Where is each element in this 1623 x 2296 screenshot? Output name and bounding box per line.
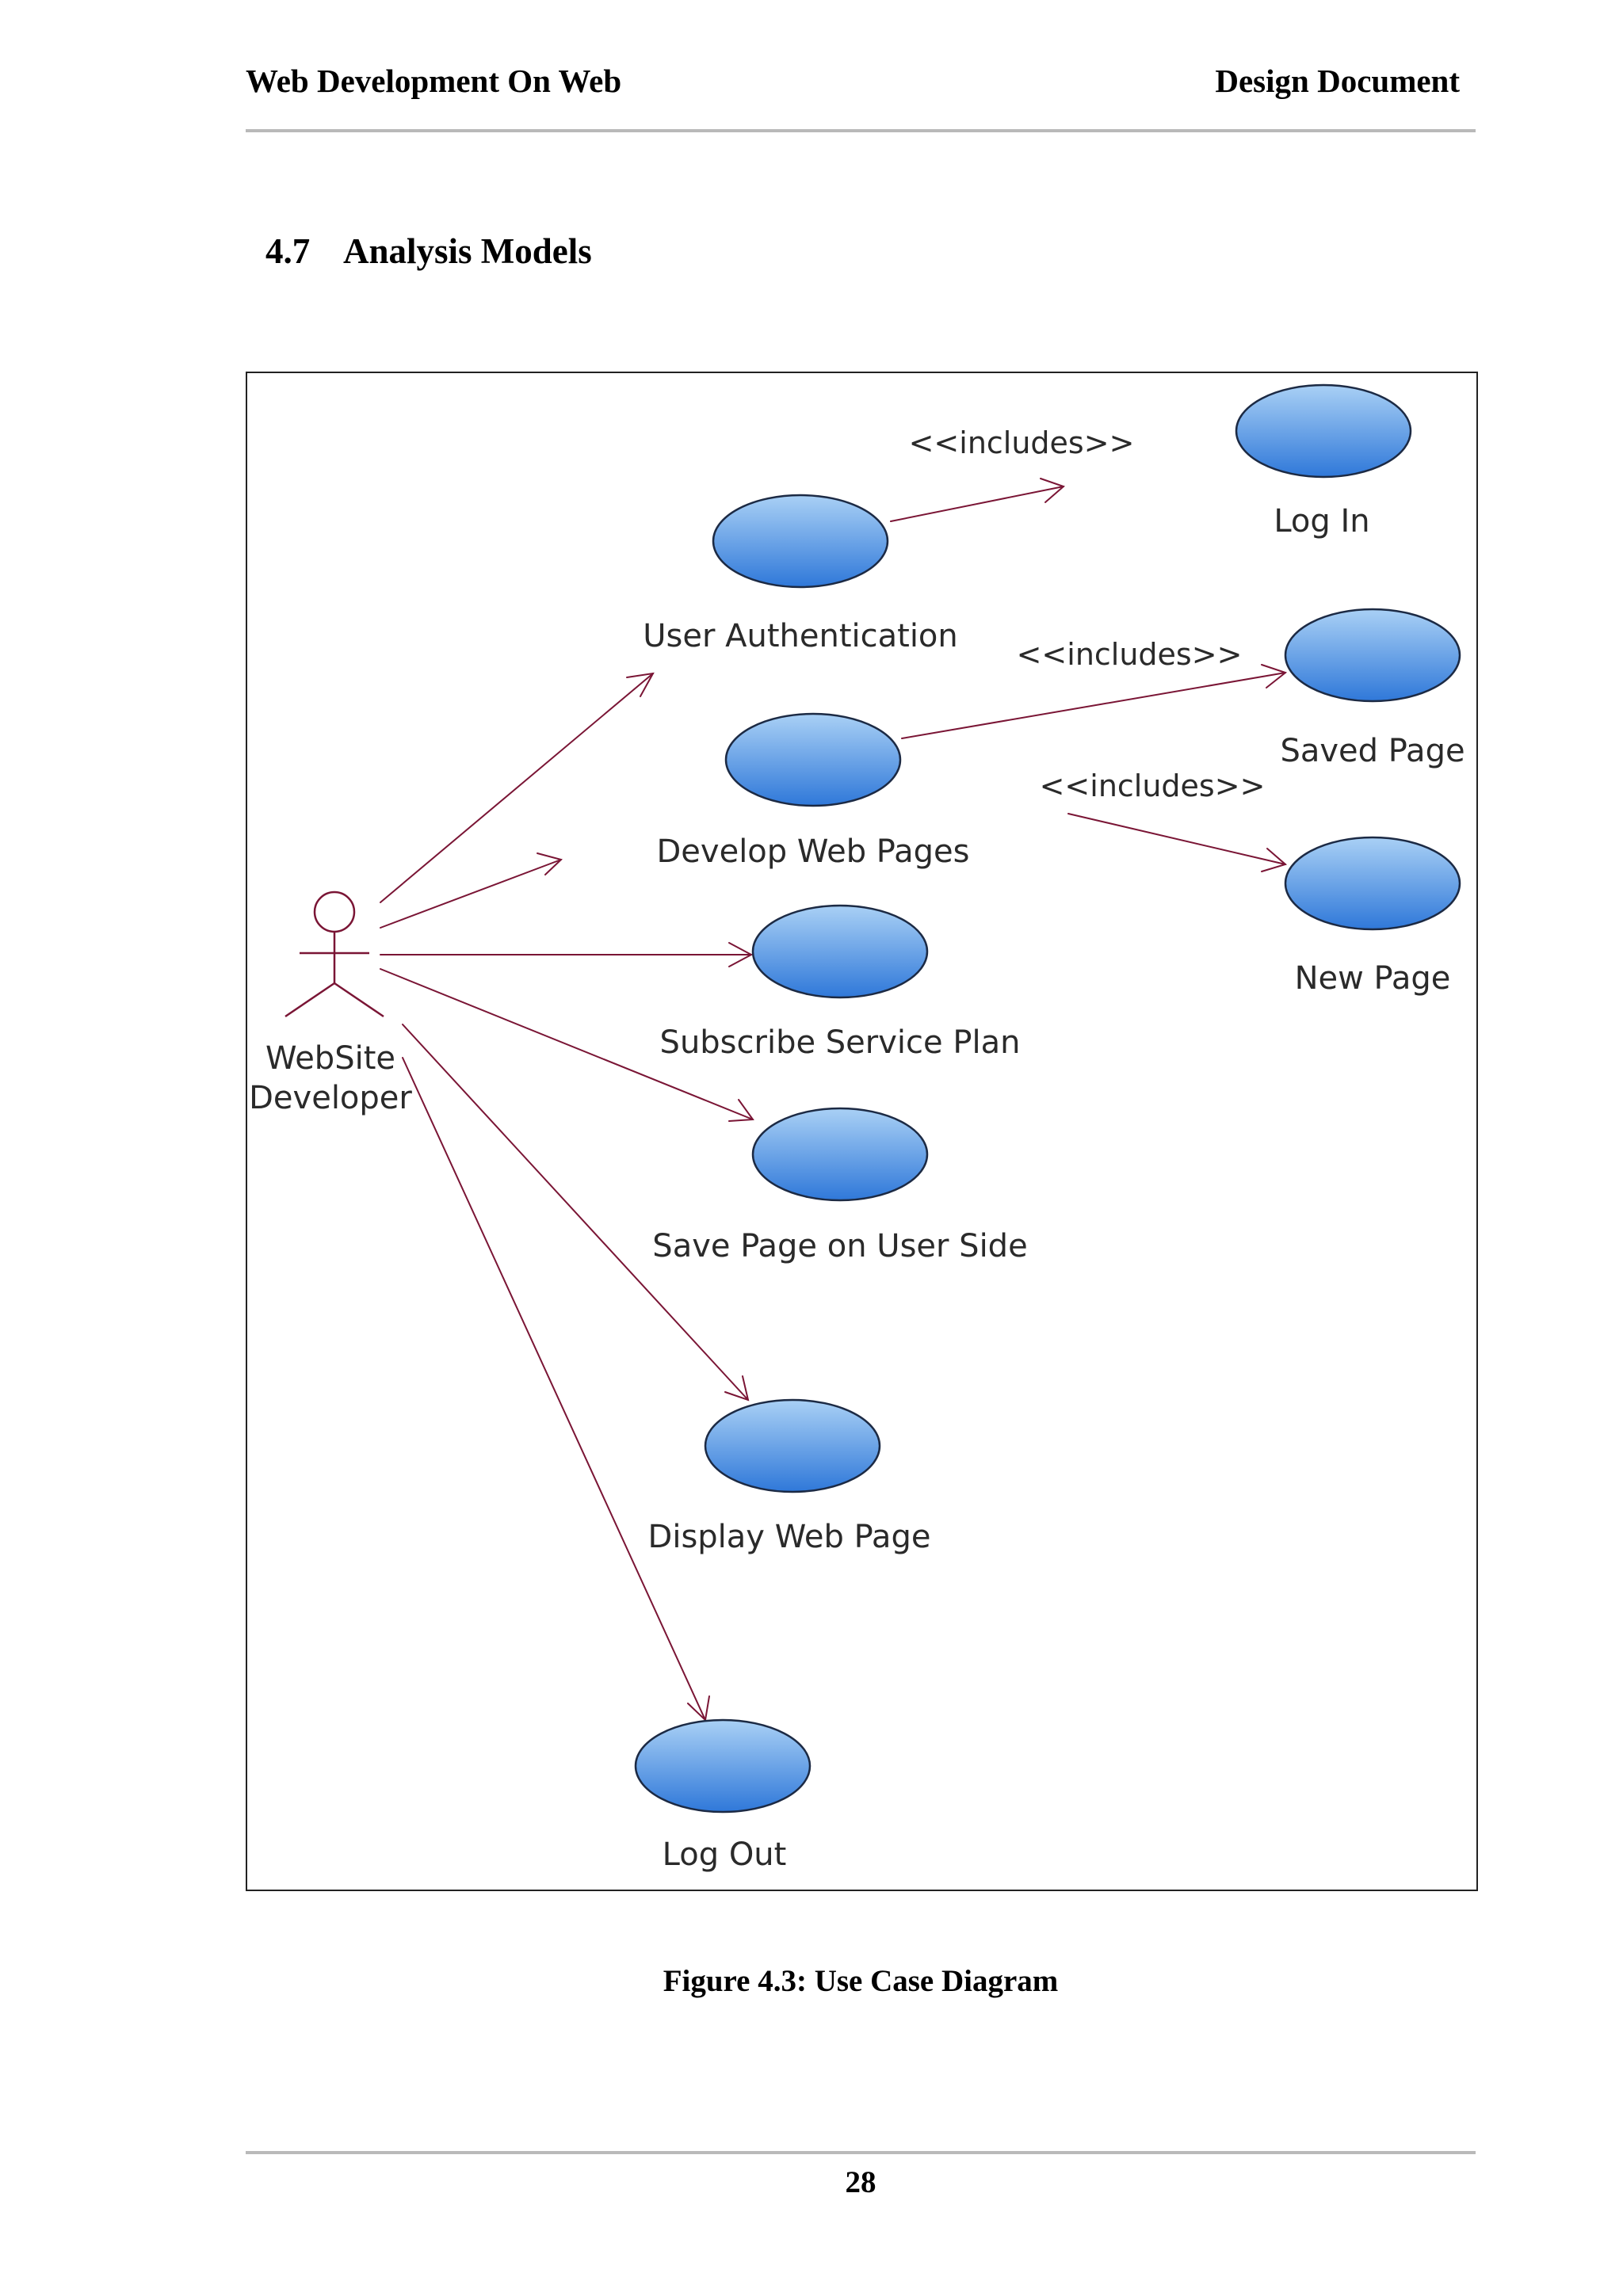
association-user-authentication	[380, 672, 655, 903]
actor-right-leg	[334, 982, 384, 1018]
running-header-doc-type: Design Document	[1215, 63, 1460, 99]
use-case-log-out	[634, 1718, 812, 1814]
page-number: 28	[845, 2165, 876, 2199]
association-subscribe-service-plan	[380, 942, 754, 967]
section-heading: 4.7 Analysis Models	[265, 230, 592, 273]
association-log-out	[402, 1057, 710, 1722]
section-title: Analysis Models	[343, 231, 592, 271]
include-arrow-saved-page	[901, 664, 1288, 739]
use-case-save-page-on-user-side	[751, 1107, 929, 1202]
use-case-label-new-page: New Page	[1295, 960, 1451, 997]
includes-label-log-in: <<includes>>	[909, 425, 1135, 460]
association-develop-web-pages	[380, 852, 563, 929]
use-case-label-save-page-on-user-side: Save Page on User Side	[652, 1228, 1027, 1264]
use-case-subscribe-service-plan	[751, 904, 929, 999]
use-case-saved-page	[1284, 608, 1461, 703]
figure-caption: Figure 4.3: Use Case Diagram	[663, 1964, 1059, 1998]
use-case-label-log-in: Log In	[1274, 503, 1369, 540]
association-save-page-on-user-side	[380, 968, 754, 1122]
section-number: 4.7	[265, 231, 311, 271]
use-case-log-in	[1235, 383, 1412, 479]
use-case-label-subscribe-service-plan: Subscribe Service Plan	[660, 1024, 1021, 1061]
use-case-label-user-authentication: User Authentication	[643, 618, 958, 654]
running-header-title: Web Development On Web	[246, 63, 622, 99]
use-case-label-display-web-page: Display Web Page	[648, 1519, 931, 1555]
actor-website-developer	[285, 891, 384, 1018]
actor-left-leg	[285, 982, 335, 1018]
footer-divider	[246, 2151, 1476, 2154]
use-case-diagram: WebSite Developer	[246, 372, 1478, 1891]
actor-name-line2: Developer	[249, 1080, 412, 1116]
use-case-new-page	[1284, 836, 1461, 931]
use-case-develop-web-pages	[724, 712, 902, 807]
use-case-user-authentication	[712, 494, 889, 589]
use-case-diagram-canvas: WebSite Developer	[249, 383, 1465, 1873]
actor-name-line1: WebSite	[265, 1040, 395, 1077]
include-arrow-new-page	[1067, 813, 1288, 872]
actor-head	[313, 891, 356, 933]
use-case-label-saved-page: Saved Page	[1280, 733, 1465, 769]
header-divider	[246, 129, 1476, 132]
includes-label-saved-page: <<includes>>	[1017, 637, 1243, 672]
association-display-web-page	[402, 1024, 750, 1402]
include-arrow-log-in	[890, 478, 1065, 522]
includes-label-new-page: <<includes>>	[1040, 769, 1266, 803]
use-case-display-web-page	[704, 1398, 881, 1493]
use-case-label-log-out: Log Out	[663, 1836, 787, 1873]
use-case-label-develop-web-pages: Develop Web Pages	[657, 833, 970, 870]
